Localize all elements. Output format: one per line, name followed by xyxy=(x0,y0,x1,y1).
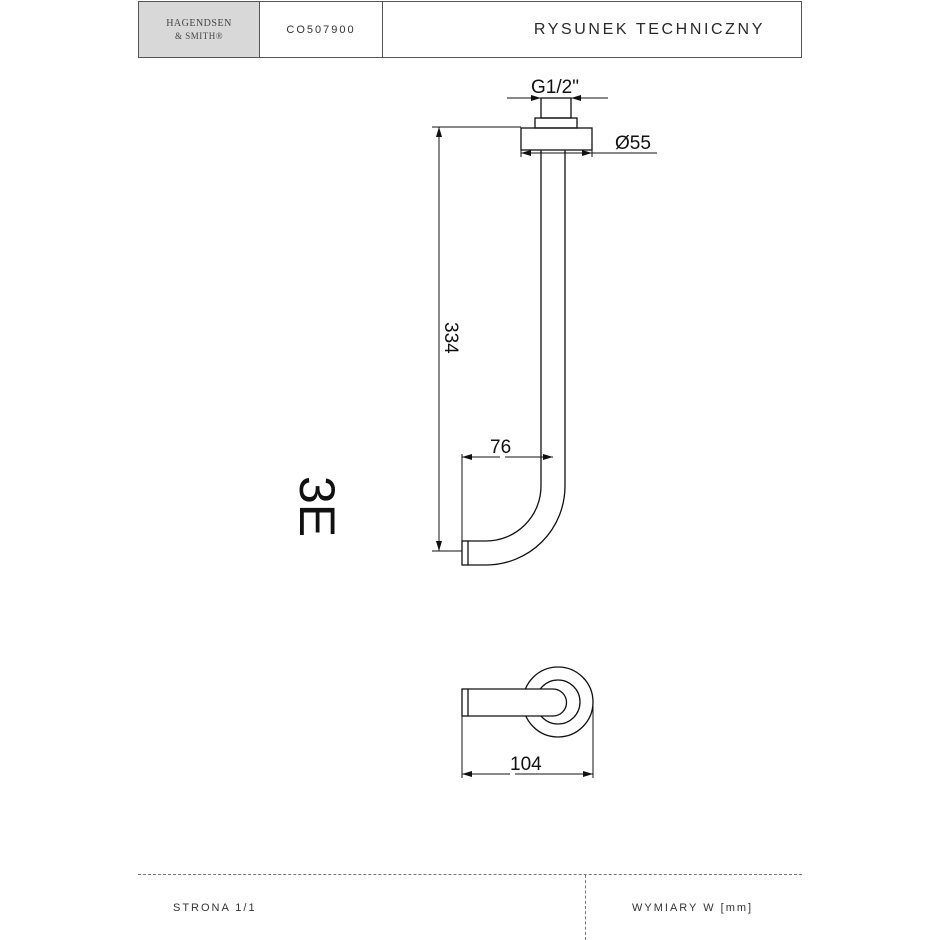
drawing-title: RYSUNEK TECHNICZNY xyxy=(533,20,765,38)
top-view xyxy=(461,666,594,738)
view-marker: 3E xyxy=(289,476,345,537)
nut xyxy=(534,117,578,129)
height-dimension xyxy=(432,126,521,552)
depth-dimension xyxy=(461,702,594,778)
flange-diameter-label: Ø55 xyxy=(615,133,651,154)
thread-label: G1/2" xyxy=(531,77,579,98)
footer-column-divider xyxy=(585,875,586,940)
units-note: WYMIARY W [mm] xyxy=(632,902,754,914)
title-block: HAGENDSEN & SMITH® CO507900 RYSUNEK TECH… xyxy=(138,1,802,58)
wall-flange xyxy=(520,127,593,151)
offset-label: 76 xyxy=(490,437,511,458)
height-label: 334 xyxy=(440,322,461,354)
arm-end-fitting xyxy=(461,540,469,566)
shower-arm-outline xyxy=(468,150,566,566)
brand-name-line2: & SMITH® xyxy=(174,30,224,41)
depth-label: 104 xyxy=(510,754,542,775)
product-code: CO507900 xyxy=(260,2,383,57)
offset-dimension xyxy=(461,454,553,541)
brand-logo: HAGENDSEN & SMITH® xyxy=(139,2,260,57)
footer-divider xyxy=(138,874,802,875)
arm-top-end xyxy=(461,688,469,717)
arm-top-fill xyxy=(468,689,556,716)
side-view xyxy=(461,97,593,566)
brand-name-line1: HAGENDSEN xyxy=(166,17,232,29)
flange-dimension xyxy=(520,150,657,157)
thread-nipple xyxy=(540,97,572,119)
page-number: STRONA 1/1 xyxy=(173,902,257,914)
arm-top-outline xyxy=(468,688,568,717)
